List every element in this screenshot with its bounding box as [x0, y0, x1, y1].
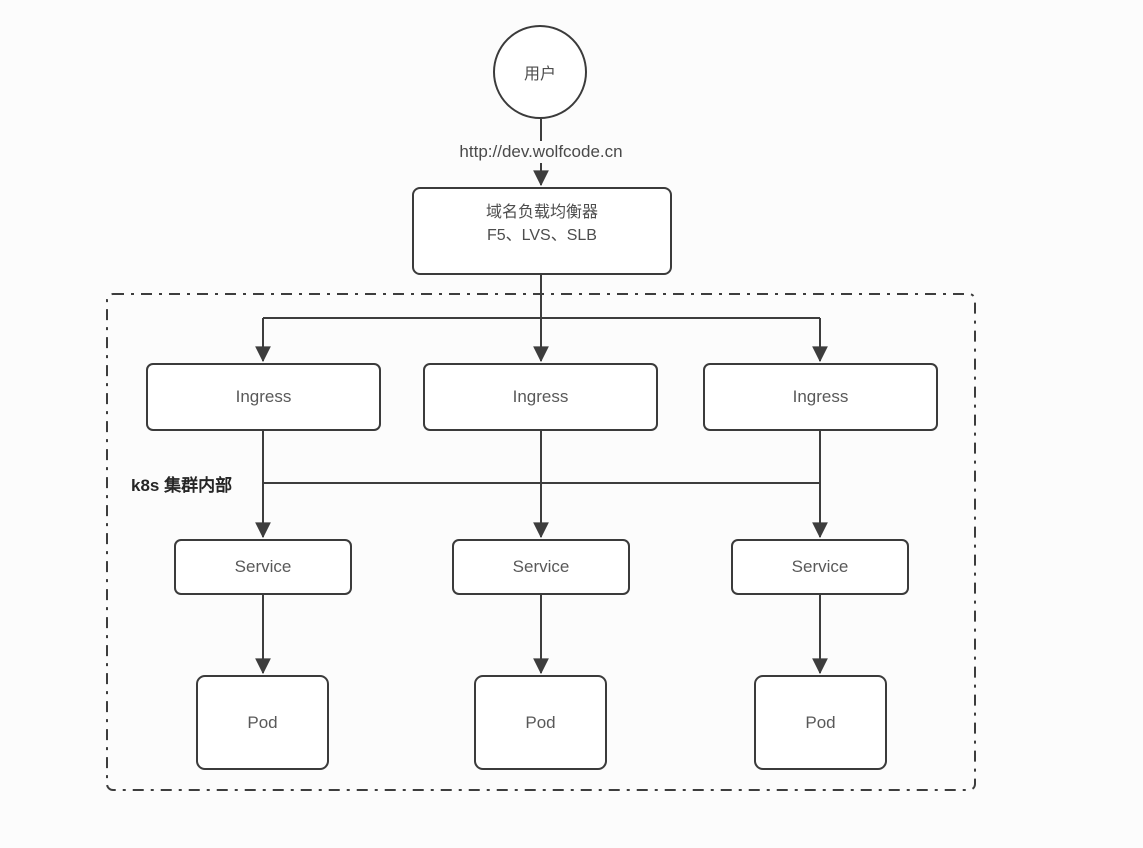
ingress-node-3: Ingress — [703, 363, 938, 431]
user-node-label: 用户 — [523, 66, 556, 83]
user-node: 用户 — [493, 25, 587, 119]
service-node-label: Service — [791, 557, 849, 576]
ingress-node-1: Ingress — [146, 363, 381, 431]
load-balancer-title: 域名负载均衡器 — [485, 204, 598, 221]
load-balancer-subtitle: F5、LVS、SLB — [487, 227, 597, 244]
ingress-node-label: Ingress — [235, 387, 292, 406]
pod-node-label: Pod — [525, 712, 556, 732]
ingress-node-2: Ingress — [423, 363, 658, 431]
pod-node-2: Pod — [474, 675, 607, 770]
pod-node-label: Pod — [805, 712, 836, 732]
service-node-1: Service — [174, 539, 352, 595]
pod-node-1: Pod — [196, 675, 329, 770]
service-node-label: Service — [512, 557, 570, 576]
service-node-label: Service — [234, 557, 292, 576]
pod-node-3: Pod — [754, 675, 887, 770]
service-node-2: Service — [452, 539, 630, 595]
cluster-label: k8s 集群内部 — [131, 476, 233, 495]
pod-node-label: Pod — [247, 712, 278, 732]
service-node-3: Service — [731, 539, 909, 595]
load-balancer-node: 域名负载均衡器 F5、LVS、SLB — [412, 187, 672, 275]
ingress-node-label: Ingress — [512, 387, 569, 406]
request-url-label: http://dev.wolfcode.cn — [455, 141, 627, 163]
ingress-node-label: Ingress — [792, 387, 849, 406]
